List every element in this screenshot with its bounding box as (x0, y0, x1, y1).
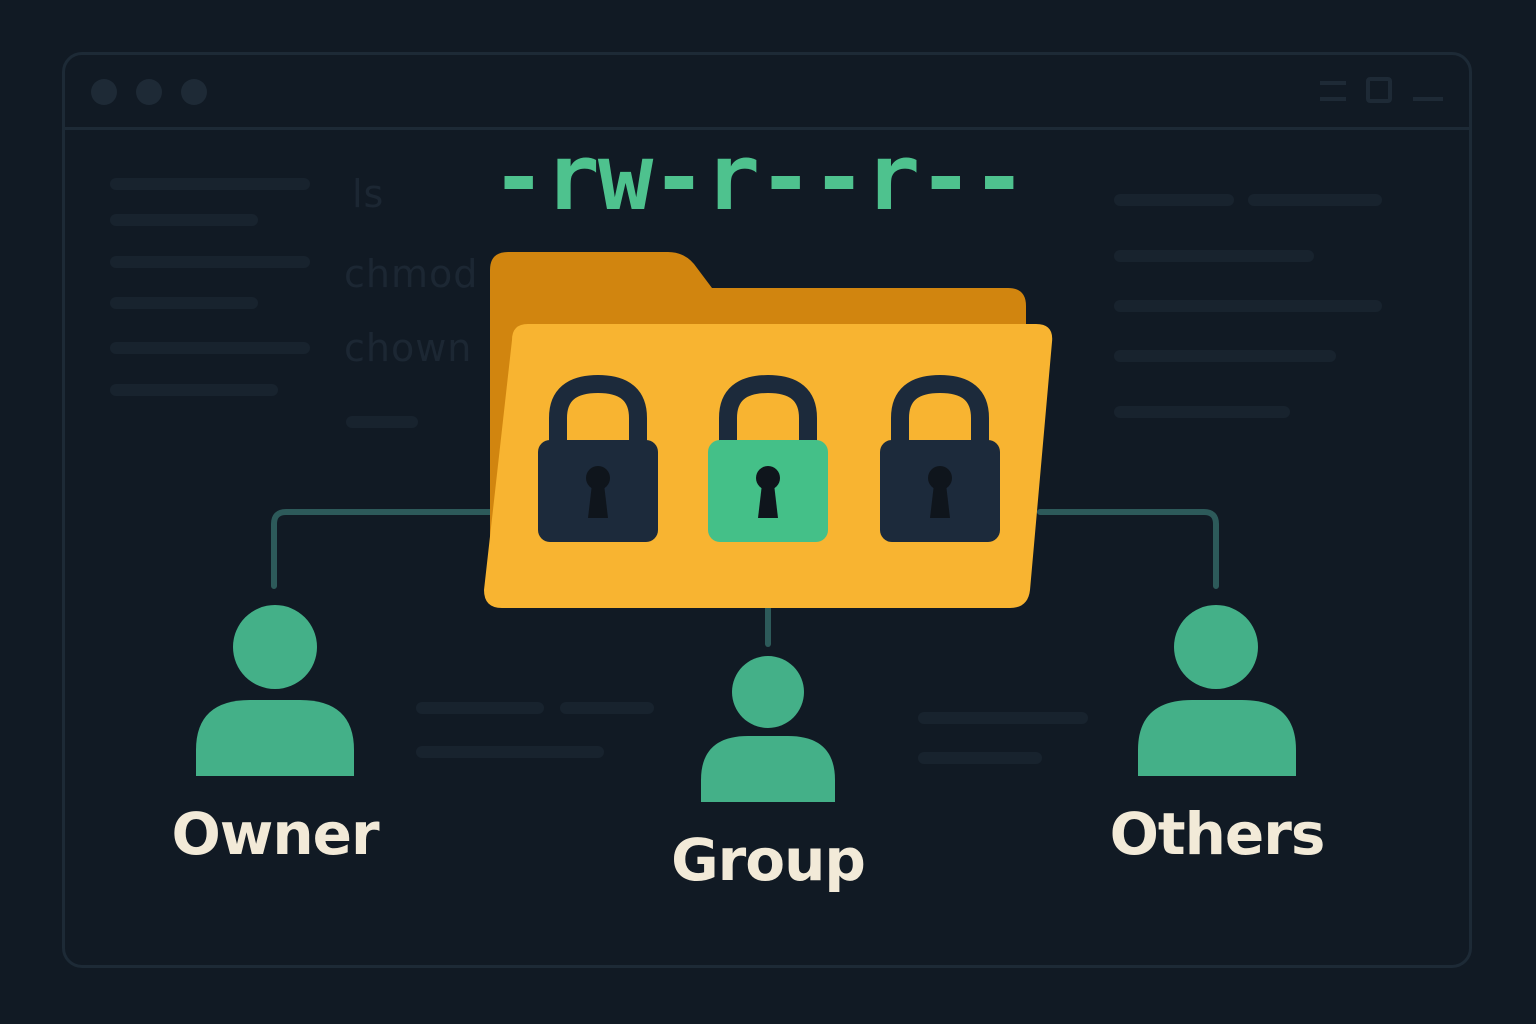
user-icon (1138, 605, 1296, 776)
ghost-line (1114, 350, 1336, 362)
ghost-line (918, 752, 1042, 764)
ghost-line (560, 702, 654, 714)
user-icon (196, 605, 354, 776)
ghost-command-ls: ls (352, 172, 385, 216)
window-bar-icon (1413, 97, 1443, 101)
ghost-line (1114, 300, 1382, 312)
maximize-icon (1366, 77, 1392, 103)
window-maximize-dot (181, 79, 207, 105)
connector-owner (271, 509, 493, 589)
connector-lines (271, 509, 1219, 647)
ghost-line (110, 214, 258, 226)
owner-label: Owner (171, 800, 379, 868)
ghost-line (1248, 194, 1382, 206)
folder-icon (484, 252, 1053, 608)
others-label: Others (1109, 800, 1326, 868)
padlock-icon (538, 374, 658, 542)
window-titlebar (65, 55, 1469, 130)
ghost-line (1114, 406, 1290, 418)
ghost-line (110, 342, 310, 354)
padlock-icon (708, 374, 828, 542)
ghost-line (1114, 194, 1234, 206)
ghost-line (1114, 250, 1314, 262)
group-label: Group (671, 826, 866, 894)
minimize-icon (1320, 81, 1346, 101)
ghost-line (918, 712, 1088, 724)
permission-string: -rw-r--r-- (491, 124, 1027, 231)
connector-others (1037, 509, 1219, 589)
ghost-command-chown: chown (344, 326, 473, 370)
padlock-icon (880, 374, 1000, 542)
ghost-line (416, 746, 604, 758)
ghost-line (110, 384, 278, 396)
window-close-dot (91, 79, 117, 105)
ghost-line (110, 297, 258, 309)
user-icon (701, 656, 835, 802)
ghost-line (110, 178, 310, 190)
ghost-line (110, 256, 310, 268)
ghost-line (416, 702, 544, 714)
window-minimize-dot (136, 79, 162, 105)
ghost-command-chmod: chmod (344, 252, 479, 296)
ghost-line (346, 416, 418, 428)
